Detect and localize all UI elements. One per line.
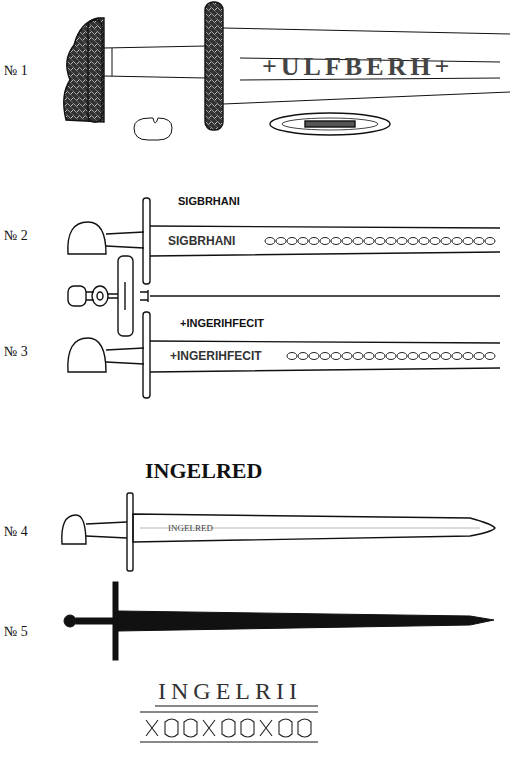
- chain-ornament: [342, 238, 352, 245]
- pommel-side: [68, 286, 86, 306]
- chain-ornament: [408, 353, 418, 360]
- grip-ring-inner: [97, 292, 103, 300]
- grip: [104, 46, 206, 78]
- chain-ornament: [441, 353, 451, 360]
- chain-ornament: [375, 353, 385, 360]
- chain-ornament: [375, 238, 385, 245]
- blade: [133, 514, 495, 542]
- chain-ornament: [386, 353, 396, 360]
- crossguard-side: [118, 256, 133, 336]
- pommel: [62, 515, 86, 544]
- chain-ornament: [320, 238, 330, 245]
- grip-ring: [92, 286, 108, 306]
- ornament-glyph: [165, 719, 178, 737]
- chain-ornament: [386, 238, 396, 245]
- chain-ornament: [430, 238, 440, 245]
- cross-section: [134, 118, 172, 140]
- ornament-glyph: [279, 719, 292, 737]
- cross-section-guard: [270, 113, 390, 135]
- inscription-heading: +INGERIHFECIT: [180, 317, 264, 329]
- ornament-glyph: [222, 719, 235, 737]
- chain-ornament: [474, 353, 484, 360]
- blade-side: [150, 295, 500, 297]
- chain-ornament: [397, 353, 407, 360]
- chain-ornament: [430, 353, 440, 360]
- inscription-rule: [140, 706, 318, 742]
- pommel: [68, 222, 106, 254]
- chain-ornament: [408, 238, 418, 245]
- chain-ornament: [287, 238, 297, 245]
- chain-ornament: [353, 353, 363, 360]
- chain-ornament: [419, 238, 429, 245]
- guard-collar: [140, 290, 148, 302]
- chain-ornament: [298, 353, 308, 360]
- grip: [106, 232, 144, 248]
- blade-inscription: +INGERIHFECIT: [170, 349, 262, 363]
- item-number: № 5: [4, 624, 28, 640]
- ornament-glyph: [203, 720, 215, 736]
- grip: [86, 522, 127, 538]
- chain-ornament: [419, 353, 429, 360]
- chain-ornament: [320, 353, 330, 360]
- item-number: № 1: [4, 63, 28, 79]
- blade: [150, 341, 500, 372]
- chain-ornament: [441, 238, 451, 245]
- chain-ornament: [463, 353, 473, 360]
- upper-guard: [88, 20, 102, 122]
- ornament-glyph: [298, 719, 311, 737]
- grip: [76, 618, 114, 624]
- blade-inscription: INGELRED: [168, 523, 213, 533]
- cross-section-inner: [282, 118, 378, 130]
- crossguard: [143, 198, 150, 284]
- blade: [118, 611, 494, 631]
- chain-ornament: [298, 238, 308, 245]
- crossguard-slot: [124, 282, 125, 310]
- blade: [223, 28, 510, 104]
- chain-ornament: [397, 238, 407, 245]
- inscription-heading: INGELRED: [145, 458, 262, 484]
- chain-ornament: [265, 238, 275, 245]
- blade-inscription: +ULFBERH+: [262, 52, 453, 82]
- blade-inscription: SIGBRHANI: [168, 234, 235, 248]
- chain-ornament: [485, 353, 495, 360]
- crossguard: [205, 2, 223, 130]
- chain-ornament: [287, 353, 297, 360]
- chain-ornament: [342, 353, 352, 360]
- crossguard: [113, 582, 118, 660]
- chain-ornament: [331, 238, 341, 245]
- pommel: [64, 18, 104, 122]
- chain-ornament: [276, 238, 286, 245]
- inscription-heading: SIGBRHANI: [178, 195, 240, 207]
- chain-ornament: [485, 238, 495, 245]
- chain-ornament: [309, 238, 319, 245]
- chain-ornament: [463, 238, 473, 245]
- chain-ornament: [474, 238, 484, 245]
- chain-ornament: [331, 353, 341, 360]
- crossguard: [127, 493, 133, 571]
- chain-ornament: [353, 238, 363, 245]
- grip-side: [108, 294, 118, 298]
- tang-slot: [305, 121, 355, 127]
- item-number: № 4: [4, 524, 28, 540]
- blade: [150, 226, 500, 256]
- chain-ornament: [452, 353, 462, 360]
- crossguard: [143, 312, 150, 398]
- item-number: № 3: [4, 344, 28, 360]
- chain-ornament: [364, 353, 374, 360]
- chain-ornament: [309, 353, 319, 360]
- chain-ornament: [452, 238, 462, 245]
- ornament-glyph: [241, 719, 254, 737]
- pommel: [68, 338, 106, 372]
- ornament-glyph: [260, 720, 272, 736]
- ornament-glyph: [184, 719, 197, 737]
- ornament-glyph: [146, 720, 158, 736]
- pommel: [64, 615, 76, 627]
- chain-ornament: [364, 238, 374, 245]
- item-number: № 2: [4, 228, 28, 244]
- inscription-drawing: INGELRII: [158, 678, 302, 705]
- grip: [106, 348, 144, 364]
